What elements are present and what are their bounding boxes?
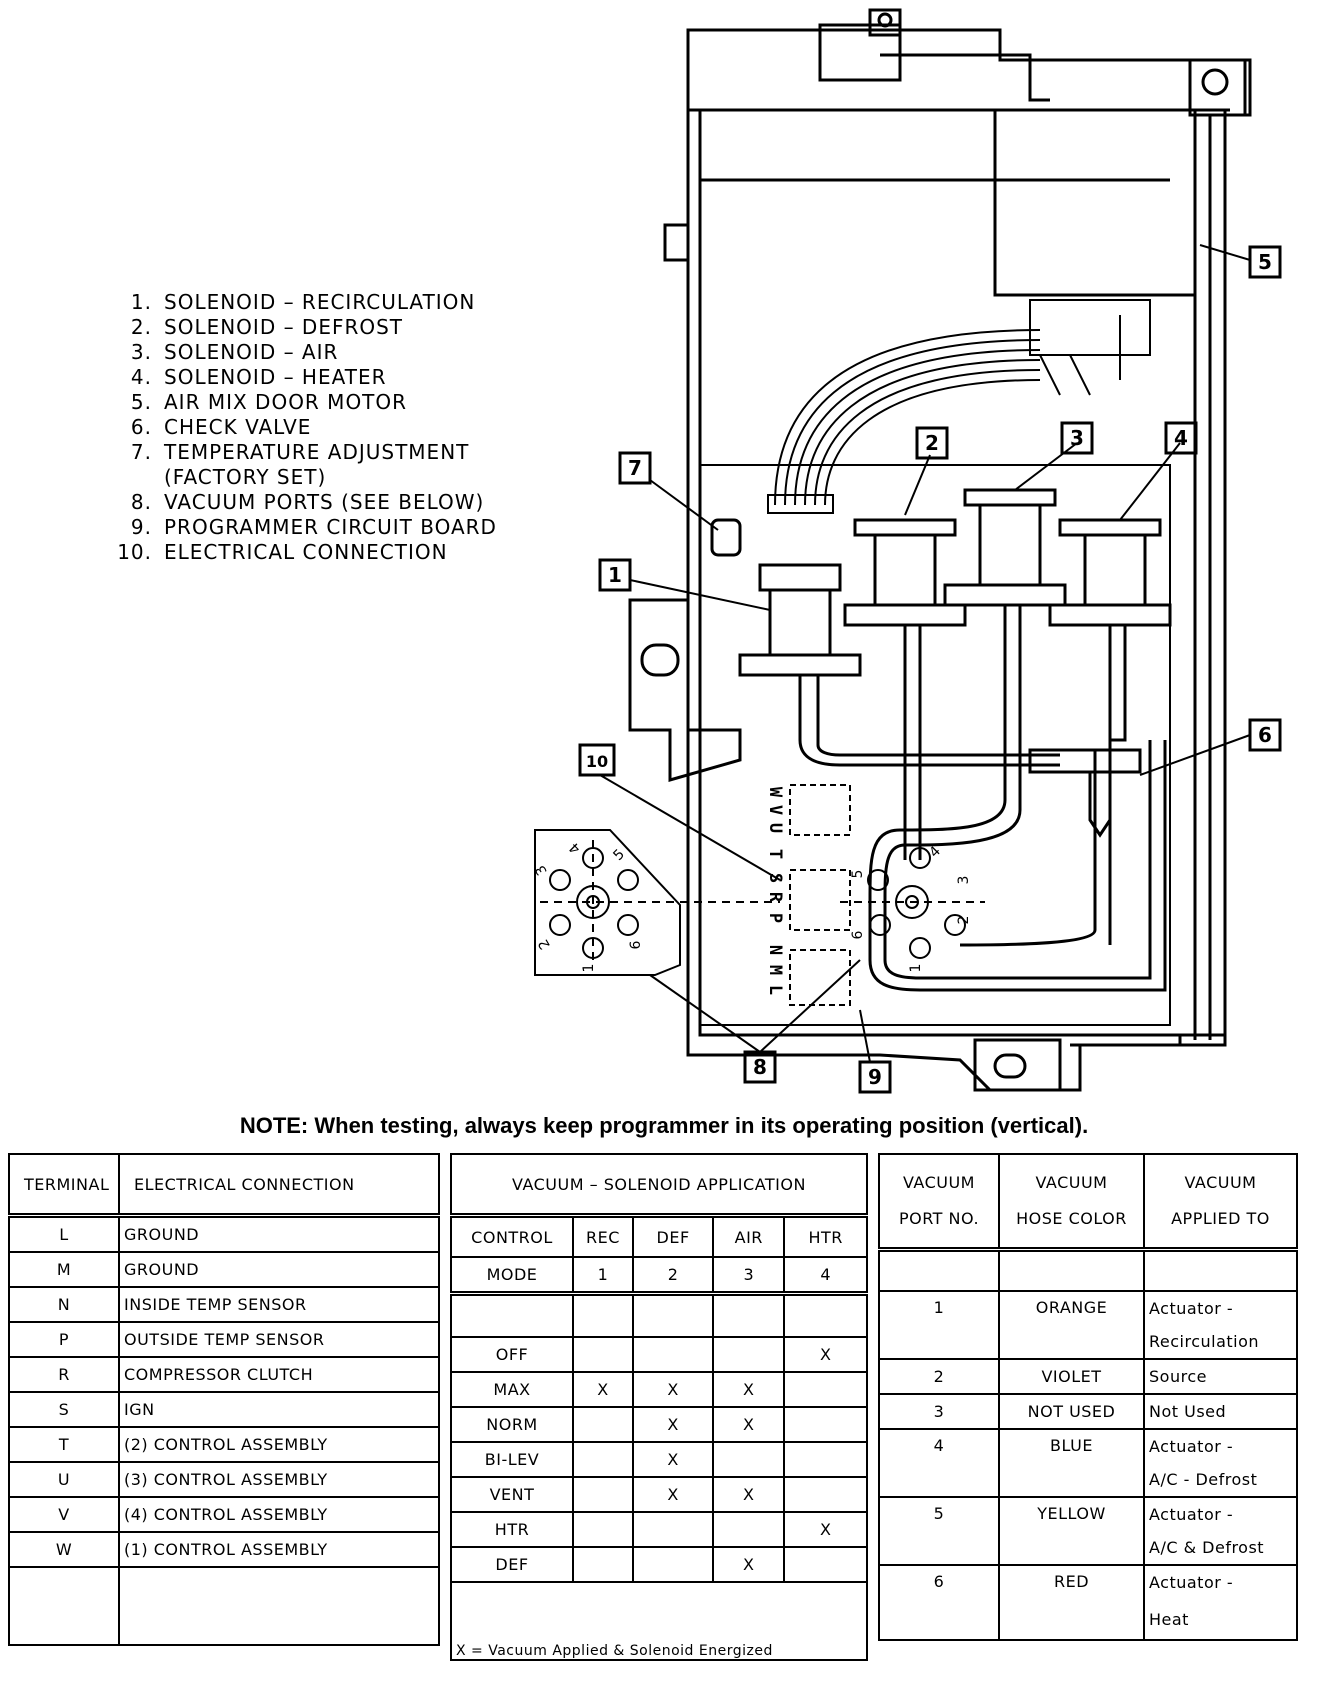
port-label-t: T: [765, 849, 785, 859]
legend-item: 5.AIR MIX DOOR MOTOR: [130, 390, 408, 414]
leader-lines: [599, 244, 1251, 1063]
callout-box-5: [1248, 245, 1282, 279]
callout-box-3: [1060, 421, 1094, 455]
board-port-5: 5: [850, 870, 866, 879]
mounting-tabs: [628, 223, 1182, 1092]
port-label-p: P: [765, 913, 785, 923]
legend-item: 3.SOLENOID – AIR: [130, 340, 339, 364]
solenoid-1: [738, 563, 862, 677]
vacuum-hoses: [798, 605, 1167, 992]
legend-item: 9.PROGRAMMER CIRCUIT BOARD: [130, 515, 497, 539]
board-port-2: 2: [956, 916, 972, 925]
temperature-adjustment-knob: [710, 518, 742, 557]
table-row: W(1) CONTROL ASSEMBLY: [8, 1531, 440, 1568]
port-label-w: W: [765, 787, 785, 798]
solenoid-footnote: X = Vacuum Applied & Solenoid Energized: [450, 1581, 868, 1661]
legend-item: 10.ELECTRICAL CONNECTION: [117, 540, 448, 564]
callout-6: 6: [1258, 723, 1272, 747]
solenoid-application-table: VACUUM – SOLENOID APPLICATION CONTROL RE…: [450, 1153, 868, 1661]
testing-note: NOTE: When testing, always keep programm…: [239, 1113, 1089, 1138]
callout-9: 9: [868, 1065, 882, 1089]
callout-box-2: [915, 426, 949, 460]
board-port-3: 3: [956, 876, 972, 885]
callout-10: 10: [586, 752, 608, 771]
callout-2: 2: [925, 431, 939, 455]
vacuum-port-cluster-board: [840, 847, 985, 959]
callout-3: 3: [1070, 426, 1084, 450]
table-row: T(2) CONTROL ASSEMBLY: [8, 1426, 440, 1463]
wiring-harness: [767, 299, 1151, 514]
callout-box-7: [618, 451, 652, 485]
callout-box-4: [1164, 421, 1198, 455]
table-row: U(3) CONTROL ASSEMBLY: [8, 1461, 440, 1498]
legend-item: 7.TEMPERATURE ADJUSTMENT: [130, 440, 470, 464]
table-row: V(4) CONTROL ASSEMBLY: [8, 1496, 440, 1533]
callout-box-10: [578, 743, 616, 777]
port-label-n: N: [765, 945, 785, 955]
plate-port-4: 4: [566, 839, 584, 857]
programmer-circuit-board: [699, 464, 1171, 1026]
table-row-empty: [8, 1566, 440, 1646]
header-electrical-connection: ELECTRICAL CONNECTION: [118, 1153, 440, 1218]
port-label-m: M: [765, 965, 785, 975]
callout-5: 5: [1258, 250, 1272, 274]
programmer-diagram: 1 2 3 4 5 6 7 8 9 10 W V U T S R P N M L…: [532, 8, 1282, 1094]
plate-port-5: 5: [610, 846, 628, 864]
legend-item: 4.SOLENOID – HEATER: [130, 365, 387, 389]
board-port-1: 1: [908, 964, 924, 973]
port-label-v: V: [765, 805, 785, 815]
legend-item: 6.CHECK VALVE: [130, 415, 312, 439]
legend-item: 8.VACUUM PORTS (SEE BELOW): [130, 490, 485, 514]
component-legend: 1.SOLENOID – RECIRCULATION 2.SOLENOID – …: [110, 290, 497, 565]
solenoid-table-title: VACUUM – SOLENOID APPLICATION: [450, 1153, 868, 1218]
legend-item: (FACTORY SET): [164, 465, 327, 489]
board-port-6: 6: [850, 930, 866, 939]
callout-box-8: [743, 1050, 777, 1084]
callout-box-1: [598, 558, 632, 592]
legend-item: 1.SOLENOID – RECIRCULATION: [130, 290, 476, 314]
vacuum-port-detail-plate: [534, 829, 780, 976]
port-label-l: L: [765, 985, 785, 995]
callout-8: 8: [753, 1055, 767, 1079]
callout-7: 7: [628, 456, 642, 480]
electrical-connector: [789, 784, 851, 1006]
solenoid-4: [1048, 518, 1172, 627]
plate-port-1: 1: [581, 964, 597, 973]
port-label-u: U: [765, 823, 785, 833]
solenoid-2: [843, 518, 967, 627]
plate-port-2: 2: [535, 936, 553, 952]
callout-box-6: [1248, 718, 1282, 752]
solenoid-3: [943, 488, 1067, 607]
legend-item: 2.SOLENOID – DEFROST: [130, 315, 404, 339]
plate-port-6: 6: [628, 940, 644, 949]
port-label-s: S: [765, 873, 785, 883]
callout-box-9: [858, 1060, 892, 1094]
callout-4: 4: [1174, 426, 1188, 450]
callout-1: 1: [608, 563, 622, 587]
header-terminal: TERMINAL: [8, 1153, 120, 1218]
port-label-r: R: [765, 892, 785, 903]
